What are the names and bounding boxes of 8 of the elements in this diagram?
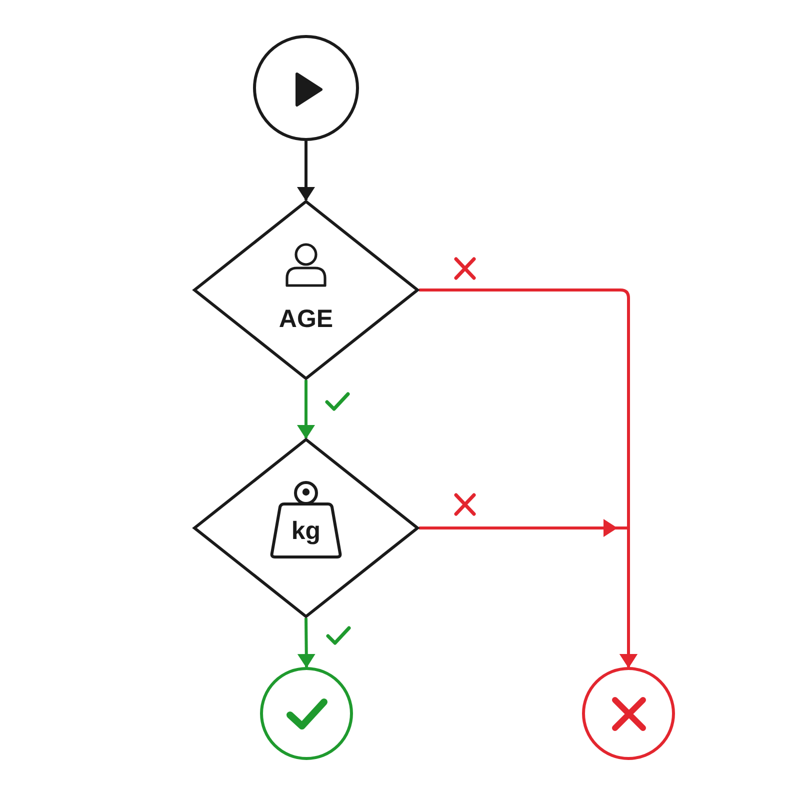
decision-label: AGE — [278, 307, 334, 332]
decision-diamond — [193, 200, 419, 380]
arrow — [297, 380, 315, 439]
unit-label: kg — [291, 519, 321, 544]
arrow — [297, 141, 315, 201]
arrow — [297, 618, 316, 668]
decision-diamond — [193, 438, 419, 618]
arrow — [419, 519, 638, 668]
